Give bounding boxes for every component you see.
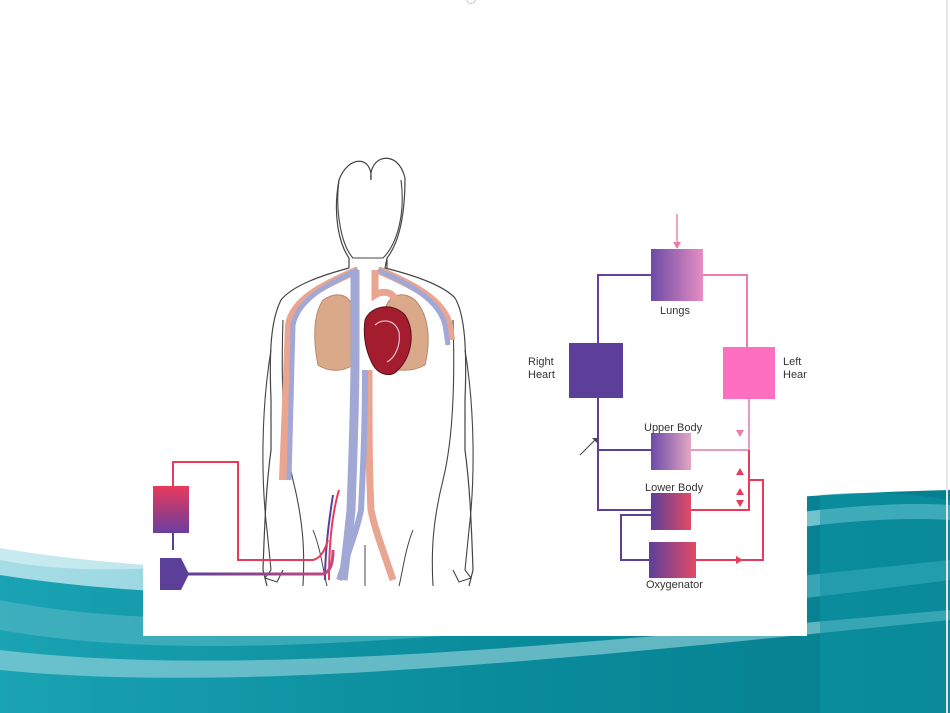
right-heart-label: Right Heart: [528, 356, 555, 381]
left-heart-box: [723, 347, 775, 399]
oxygenator-box: [649, 542, 696, 578]
lungs-box: [651, 249, 703, 301]
human-figure: [262, 157, 474, 587]
circuit-schematic: [579, 214, 764, 564]
lower-body-label: Lower Body: [645, 482, 704, 494]
lungs-label: Lungs: [660, 305, 690, 317]
oxygenator-box-left: [153, 486, 189, 533]
external-circuit: [172, 461, 335, 576]
upper-body-label: Upper Body: [644, 422, 703, 434]
pump-box: [160, 558, 189, 590]
upper-body-box: [651, 433, 691, 470]
oxygenator-label: Oxygenator: [646, 579, 703, 591]
circulation-diagram: [153, 157, 775, 590]
left-heart-label: Left Hear: [783, 356, 807, 381]
lower-body-box: [651, 493, 691, 530]
right-heart-box: [569, 343, 623, 398]
diagram-panel: Lungs Right Heart Left Hear Upper Body L…: [143, 150, 807, 636]
